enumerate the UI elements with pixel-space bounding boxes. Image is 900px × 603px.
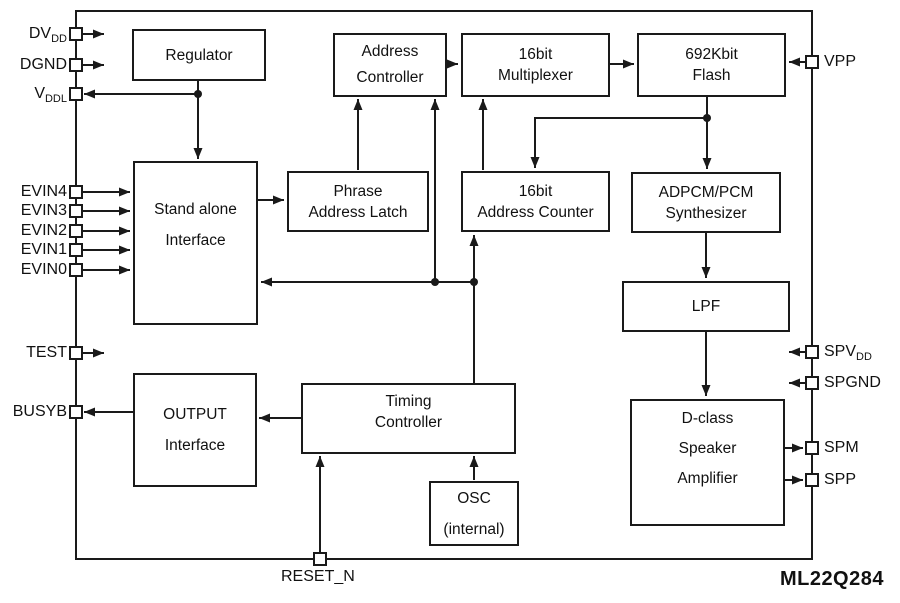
pin-squares <box>69 27 819 566</box>
pin-label-reset-n: RESET_N <box>281 568 355 585</box>
block-phrase-address-latch: Phrase Address Latch <box>287 171 429 232</box>
pin-label-evin3: EVIN3 <box>20 202 67 219</box>
block-output-interface: OUTPUT Interface <box>133 373 257 487</box>
pin-label-evin1: EVIN1 <box>20 241 67 258</box>
pin-evin0 <box>69 263 83 277</box>
block-osc-internal: OSC (internal) <box>429 481 519 546</box>
junction-dot <box>194 90 202 98</box>
block-timing-controller: Timing Controller <box>301 383 516 454</box>
pin-label-test: TEST <box>26 344 67 361</box>
pin-spp <box>805 473 819 487</box>
block-adpcm-pcm-synthesizer: ADPCM/PCM Synthesizer <box>631 172 781 233</box>
pin-label-spm: SPM <box>824 439 859 456</box>
pin-busyb <box>69 405 83 419</box>
pin-evin2 <box>69 224 83 238</box>
pin-spgnd <box>805 376 819 390</box>
block-regulator: Regulator <box>132 29 266 81</box>
junction-dot <box>470 278 478 286</box>
pin-label-vpp: VPP <box>824 53 857 70</box>
block-dclass-speaker-amplifier: D-class Speaker Amplifier <box>630 399 785 526</box>
pin-reset-n <box>313 552 327 566</box>
pin-dvdd <box>69 27 83 41</box>
part-number: ML22Q284 <box>779 568 884 590</box>
pin-label-dvdd: DVDD <box>28 25 67 46</box>
pin-label-vddl: VDDL <box>34 85 67 106</box>
pin-label-spgnd: SPGND <box>824 374 881 391</box>
pin-label-spp: SPP <box>824 471 857 488</box>
wire-flash-to-address-counter <box>530 117 707 168</box>
pin-label-evin4: EVIN4 <box>20 183 67 200</box>
wires <box>82 29 806 553</box>
pin-label-evin2: EVIN2 <box>20 222 67 239</box>
junction-dots <box>194 90 711 286</box>
block-16bit-multiplexer: 16bit Multiplexer <box>461 33 610 97</box>
pin-spm <box>805 441 819 455</box>
block-lpf: LPF <box>622 281 790 332</box>
junction-dot <box>431 278 439 286</box>
block-16bit-address-counter: 16bit Address Counter <box>461 171 610 232</box>
junction-dot <box>703 114 711 122</box>
block-standalone-interface: Stand alone Interface <box>133 161 258 325</box>
pin-evin1 <box>69 243 83 257</box>
pin-vddl <box>69 87 83 101</box>
chip-outline <box>75 10 813 560</box>
block-692kbit-flash: 692Kbit Flash <box>637 33 786 97</box>
pin-dgnd <box>69 58 83 72</box>
pin-spvdd <box>805 345 819 359</box>
pin-vpp <box>805 55 819 69</box>
block-address-controller: Address Controller <box>333 33 447 97</box>
pin-evin3 <box>69 204 83 218</box>
pin-test <box>69 346 83 360</box>
pin-label-spvdd: SPVDD <box>824 343 872 364</box>
pin-label-evin0: EVIN0 <box>20 261 67 278</box>
pin-label-busyb: BUSYB <box>12 403 67 420</box>
pin-label-dgnd: DGND <box>19 56 67 73</box>
pin-evin4 <box>69 185 83 199</box>
